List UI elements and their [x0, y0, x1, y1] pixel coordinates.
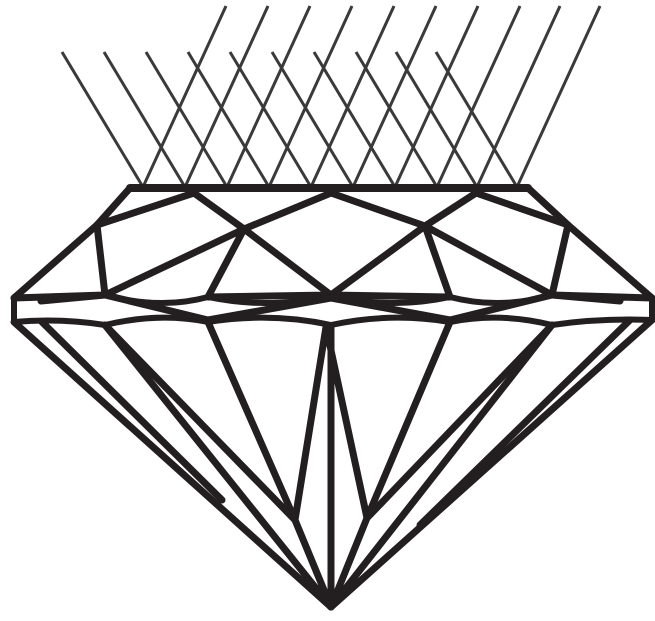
incoming-ray: [437, 6, 520, 187]
incoming-ray: [477, 6, 560, 187]
reflected-ray: [62, 52, 143, 187]
incoming-ray: [517, 6, 600, 187]
bezel-facet-edge: [97, 225, 331, 297]
diamond-pavilion: [14, 320, 652, 607]
pavilion-left-edge: [14, 322, 331, 607]
pavilion-facet-edge: [331, 322, 552, 607]
pavilion-right-edge: [331, 320, 652, 607]
reflected-light-rays: [62, 52, 517, 187]
star-facet-edge: [97, 193, 568, 229]
crown-left-edge: [14, 188, 130, 298]
reflected-ray: [436, 52, 517, 187]
diamond-girdle: [14, 295, 652, 325]
crown-right-edge: [528, 188, 652, 298]
bezel-facet-edge: [331, 225, 568, 297]
incoming-ray: [395, 6, 478, 187]
reflected-ray: [396, 52, 477, 187]
diamond-crown: [14, 188, 652, 301]
girdle-lower-line: [14, 318, 652, 325]
